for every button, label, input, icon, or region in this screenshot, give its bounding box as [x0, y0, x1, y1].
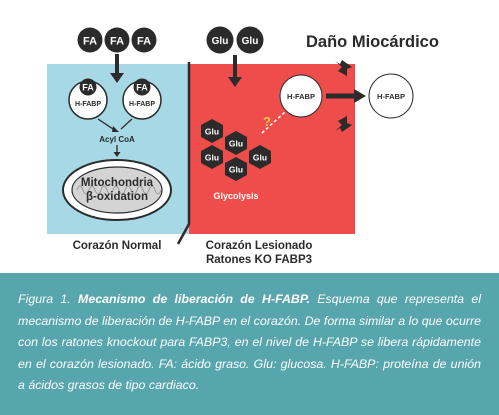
glu-hexagon: Glu	[201, 119, 223, 143]
hfabp-circulating: H-FABP	[368, 73, 414, 119]
glu-hexagon: Glu	[249, 145, 271, 169]
svg-text:Glu: Glu	[253, 153, 267, 163]
fa-circle: FA	[104, 27, 130, 53]
figure-label: Figura 1.	[18, 292, 71, 306]
glucose-uptake-arrow	[228, 55, 242, 87]
svg-text:Glu: Glu	[205, 127, 219, 137]
glu-circle: Glu	[206, 26, 234, 54]
panel-divider	[176, 62, 191, 245]
release-arrow	[326, 89, 366, 103]
svg-text:Glu: Glu	[212, 36, 229, 47]
svg-text:Glu: Glu	[205, 153, 219, 163]
fa-circle: FA	[77, 27, 103, 53]
svg-text:Glu: Glu	[242, 36, 259, 47]
diagram-title: Daño Miocárdico	[306, 33, 439, 51]
hfabp-fa-complex: FA H-FABP	[68, 78, 108, 120]
glu-circle: Glu	[236, 26, 264, 54]
glu-hexagon: Glu	[225, 157, 247, 181]
lightning-bolt-icon	[335, 60, 352, 76]
svg-text:FA: FA	[82, 83, 94, 93]
svg-text:FA: FA	[136, 83, 148, 93]
lightning-bolt-icon	[335, 116, 352, 132]
hfabp-release-diagram: Daño Miocárdico FA FA FA FA H-FABP FA H-…	[47, 26, 439, 266]
question-mark: ?	[263, 114, 271, 129]
figure-title: Mecanismo de liberación de H-FABP.	[78, 292, 310, 306]
svg-text:FA: FA	[83, 36, 97, 48]
svg-text:H-FABP: H-FABP	[129, 101, 155, 108]
ko-mice-label: Ratones KO FABP3	[206, 254, 312, 266]
svg-text:H-FABP: H-FABP	[377, 92, 405, 101]
mitochondria: Mitochondria β-oxidation	[62, 159, 172, 221]
figure-description: Esquema que representa el mecanismo de l…	[18, 292, 481, 392]
normal-heart-label: Corazón Normal	[73, 240, 162, 252]
glu-hexagon: Glu	[225, 131, 247, 155]
glu-hexagon: Glu	[201, 145, 223, 169]
svg-text:H-FABP: H-FABP	[287, 92, 315, 101]
acyl-coa-label: Acyl CoA	[99, 135, 135, 144]
hfabp-released: H-FABP	[279, 74, 323, 118]
mitochondria-label: Mitochondria	[81, 177, 154, 189]
injured-heart-label: Corazón Lesionado	[206, 240, 313, 252]
figure-caption: Figura 1. Mecanismo de liberación de H-F…	[0, 273, 499, 415]
hfabp-fa-complex: FA H-FABP	[122, 78, 162, 120]
svg-text:FA: FA	[110, 36, 124, 48]
svg-text:Glu: Glu	[229, 139, 243, 149]
svg-text:H-FABP: H-FABP	[75, 101, 101, 108]
beta-oxidation-label: β-oxidation	[86, 191, 148, 203]
mitochondria-arrow	[113, 145, 121, 157]
glycolysis-label: Glycolysis	[213, 191, 258, 201]
acyl-coa-arrows	[97, 118, 133, 132]
fa-uptake-arrow	[110, 54, 124, 83]
fa-circle: FA	[131, 27, 157, 53]
svg-text:Glu: Glu	[229, 165, 243, 175]
svg-text:FA: FA	[137, 36, 151, 48]
